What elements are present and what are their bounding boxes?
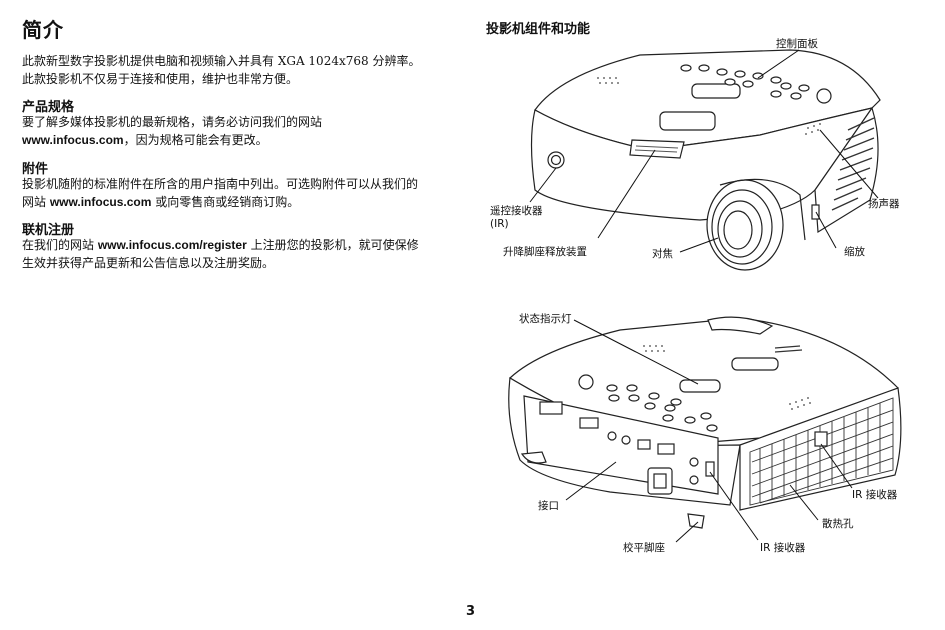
registration-line-1-prefix: 在我们的网站 [22,238,98,252]
intro-line-2: 此款投影机不仅易于连接和使用，维护也非常方便。 [22,72,299,86]
specs-line-2: ，因为规格可能会有更改。 [123,133,268,147]
label-elevator-release: 升降脚座释放装置 [503,246,587,258]
projector-illustration [508,49,902,543]
accessories-paragraph: 投影机随附的标准附件在所含的用户指南中列出。可选购附件可以从我们的 网站 www… [22,175,462,211]
page-title: 简介 [22,18,64,42]
registration-line-2: 生效并获得产品更新和公告信息以及注册奖励。 [22,256,275,270]
label-remote-receiver-ir: (IR) [490,218,509,230]
projector-rear-view [508,316,902,529]
accessories-line-1: 投影机随附的标准附件在所含的用户指南中列出。可选购附件可以从我们的 [22,177,419,191]
label-leveling-foot: 校平脚座 [623,542,665,554]
figure-title: 投影机组件和功能 [486,22,591,37]
label-vents: 散热孔 [822,518,854,530]
label-ir-receiver-rear: IR 接收器 [760,542,806,554]
label-zoom: 缩放 [844,246,865,258]
label-speaker: 扬声器 [868,198,900,210]
accessories-line-2: 或向零售商或经销商订购。 [151,195,300,209]
label-control-panel: 控制面板 [776,38,818,50]
intro-line-1: 此款新型数字投影机提供电脑和视频输入并具有 XGA 1024x768 分辨率。 [22,54,421,68]
callout-lines [529,49,879,543]
projector-front-view [530,49,881,271]
specs-line-1: 要了解多媒体投影机的最新规格，请务必访问我们的网站 [22,115,323,129]
specs-website-link[interactable]: www.infocus.com [22,133,124,147]
label-connector-panel: 接口 [538,500,559,512]
specs-heading: 产品规格 [22,100,75,115]
intro-paragraph: 此款新型数字投影机提供电脑和视频输入并具有 XGA 1024x768 分辨率。 … [22,52,462,88]
registration-line-1: 上注册您的投影机，就可使保修 [246,238,419,252]
label-status-light: 状态指示灯 [519,313,572,325]
label-focus: 对焦 [652,248,673,260]
registration-paragraph: 在我们的网站 www.infocus.com/register 上注册您的投影机… [22,236,462,272]
accessories-website-link[interactable]: www.infocus.com [49,195,152,209]
specs-paragraph: 要了解多媒体投影机的最新规格，请务必访问我们的网站 www.infocus.co… [22,113,462,149]
accessories-heading: 附件 [22,162,49,177]
accessories-line-2-prefix: 网站 [22,195,50,209]
registration-heading: 联机注册 [22,223,75,238]
label-remote-receiver: 遥控接收器 [490,205,543,217]
page-number: 3 [466,604,476,619]
registration-link[interactable]: www.infocus.com/register [97,238,247,252]
label-ir-receiver-side: IR 接收器 [852,489,898,501]
